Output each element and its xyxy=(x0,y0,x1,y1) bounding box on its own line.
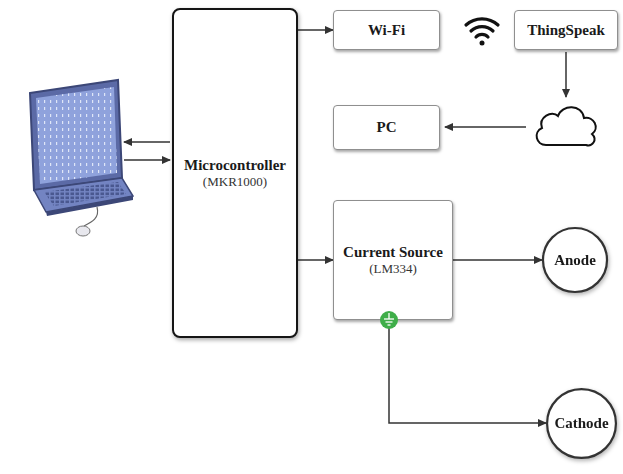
cloud-icon xyxy=(537,107,596,145)
connector-arrow xyxy=(298,29,333,31)
cathode-circle: Cathode xyxy=(546,388,617,459)
connector-arrow xyxy=(453,259,542,261)
arrow-to-laptop xyxy=(124,141,170,143)
node-label: Wi-Fi xyxy=(368,21,405,40)
node-label: Anode xyxy=(554,251,596,270)
current-source-box: Current Source(LM334) xyxy=(333,200,453,320)
connector-arrow xyxy=(389,320,546,423)
microcontroller-box: Microcontroller(MKR1000) xyxy=(172,8,298,338)
node-sublabel: (LM334) xyxy=(369,261,417,277)
arrow-from-laptop xyxy=(124,159,170,161)
laptop-icon xyxy=(30,80,133,236)
arrow-to-cloud xyxy=(565,52,567,97)
connector-arrow xyxy=(298,259,333,261)
arrow-to-pc xyxy=(445,126,526,128)
node-label: Current Source xyxy=(343,243,443,262)
node-label: Microcontroller xyxy=(184,156,286,175)
wifi-box: Wi-Fi xyxy=(333,10,440,50)
node-label: ThingSpeak xyxy=(527,21,605,40)
pc-box: PC xyxy=(333,105,440,150)
anode-circle: Anode xyxy=(542,227,608,293)
wifi-symbol xyxy=(466,19,498,46)
node-label: PC xyxy=(377,118,397,137)
thingspeak-box: ThingSpeak xyxy=(514,10,618,50)
node-label: Cathode xyxy=(554,414,608,433)
node-sublabel: (MKR1000) xyxy=(203,174,267,190)
